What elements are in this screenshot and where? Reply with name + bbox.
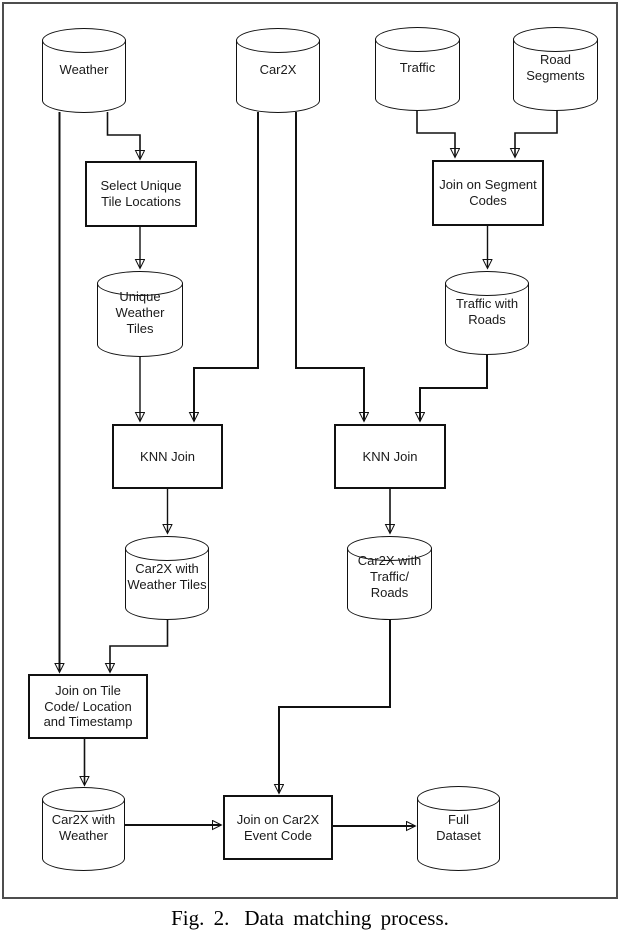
node-unique-weather-tiles-datastore: Unique Weather Tiles [97, 271, 183, 357]
edge-car2x-to-knn-right [295, 112, 364, 421]
node-knn-join-right-process: KNN Join [334, 424, 446, 489]
node-select-unique-tiles-process: Select Unique Tile Locations [85, 161, 197, 227]
cylinder-top [236, 28, 320, 53]
node-label: Car2X [259, 61, 297, 77]
cylinder-top [375, 27, 460, 52]
node-car2x-weather-datastore: Car2X with Weather [42, 787, 125, 871]
node-label: Car2X with Weather Tiles [127, 561, 207, 592]
cylinder-top [42, 28, 126, 53]
node-join-tile-code-process: Join on Tile Code/ Location and Timestam… [28, 674, 148, 739]
node-label: Join on Tile Code/ Location and Timestam… [43, 682, 133, 730]
node-traffic-with-roads-datastore: Traffic with Roads [445, 271, 529, 355]
node-weather-datastore: Weather [42, 28, 126, 113]
node-label: KNN Join [140, 448, 195, 464]
edge-car2x-weather-tiles-to-join-tile [110, 620, 169, 672]
node-join-car2x-event-process: Join on Car2X Event Code [223, 795, 333, 860]
cylinder-top [417, 786, 500, 811]
node-label: Unique Weather Tiles [115, 289, 165, 336]
cylinder-top [445, 271, 529, 296]
node-label: Join on Segment Codes [439, 177, 537, 208]
node-label: Select Unique Tile Locations [100, 178, 182, 209]
cylinder-top [125, 536, 209, 561]
node-label: Traffic with Roads [455, 296, 519, 327]
node-label: KNN Join [362, 448, 418, 464]
node-road-segments-datastore: Road Segments [513, 27, 598, 111]
cylinder-top [97, 271, 183, 296]
node-join-segment-codes-process: Join on Segment Codes [432, 160, 544, 226]
edge-roads-to-join-segment [515, 109, 558, 157]
node-car2x-traffic-roads-datastore: Car2X with Traffic/ Roads [347, 536, 432, 620]
node-car2x-weather-tiles-datastore: Car2X with Weather Tiles [125, 536, 209, 620]
edge-car2x-to-knn-left [194, 112, 259, 421]
node-label: Road Segments [526, 52, 585, 83]
figure-caption: Fig. 2. Data matching process. [0, 906, 620, 931]
node-traffic-datastore: Traffic [375, 27, 460, 111]
node-label: Car2X with Traffic/ Roads [357, 553, 422, 600]
node-label: Full Dataset [436, 811, 481, 843]
edge-traffic-roads-to-knn-right [420, 355, 488, 421]
node-label: Car2X with Weather [51, 812, 116, 843]
node-car2x-datastore: Car2X [236, 28, 320, 113]
edge-weather-to-select-unique [106, 112, 141, 159]
cylinder-top [513, 27, 598, 52]
edge-car2x-traffic-roads-to-join-event [279, 620, 391, 793]
node-knn-join-left-process: KNN Join [112, 424, 223, 489]
cylinder-top [347, 536, 432, 561]
caption-text: Data matching process. [244, 906, 449, 930]
node-full-dataset-datastore: Full Dataset [417, 786, 500, 871]
edge-traffic-to-join-segment [416, 109, 455, 157]
node-label: Join on Car2X Event Code [236, 811, 320, 843]
node-label: Weather [59, 61, 109, 77]
node-label: Traffic [399, 60, 436, 76]
cylinder-top [42, 787, 125, 812]
caption-figure-number: Fig. 2. [171, 906, 230, 930]
